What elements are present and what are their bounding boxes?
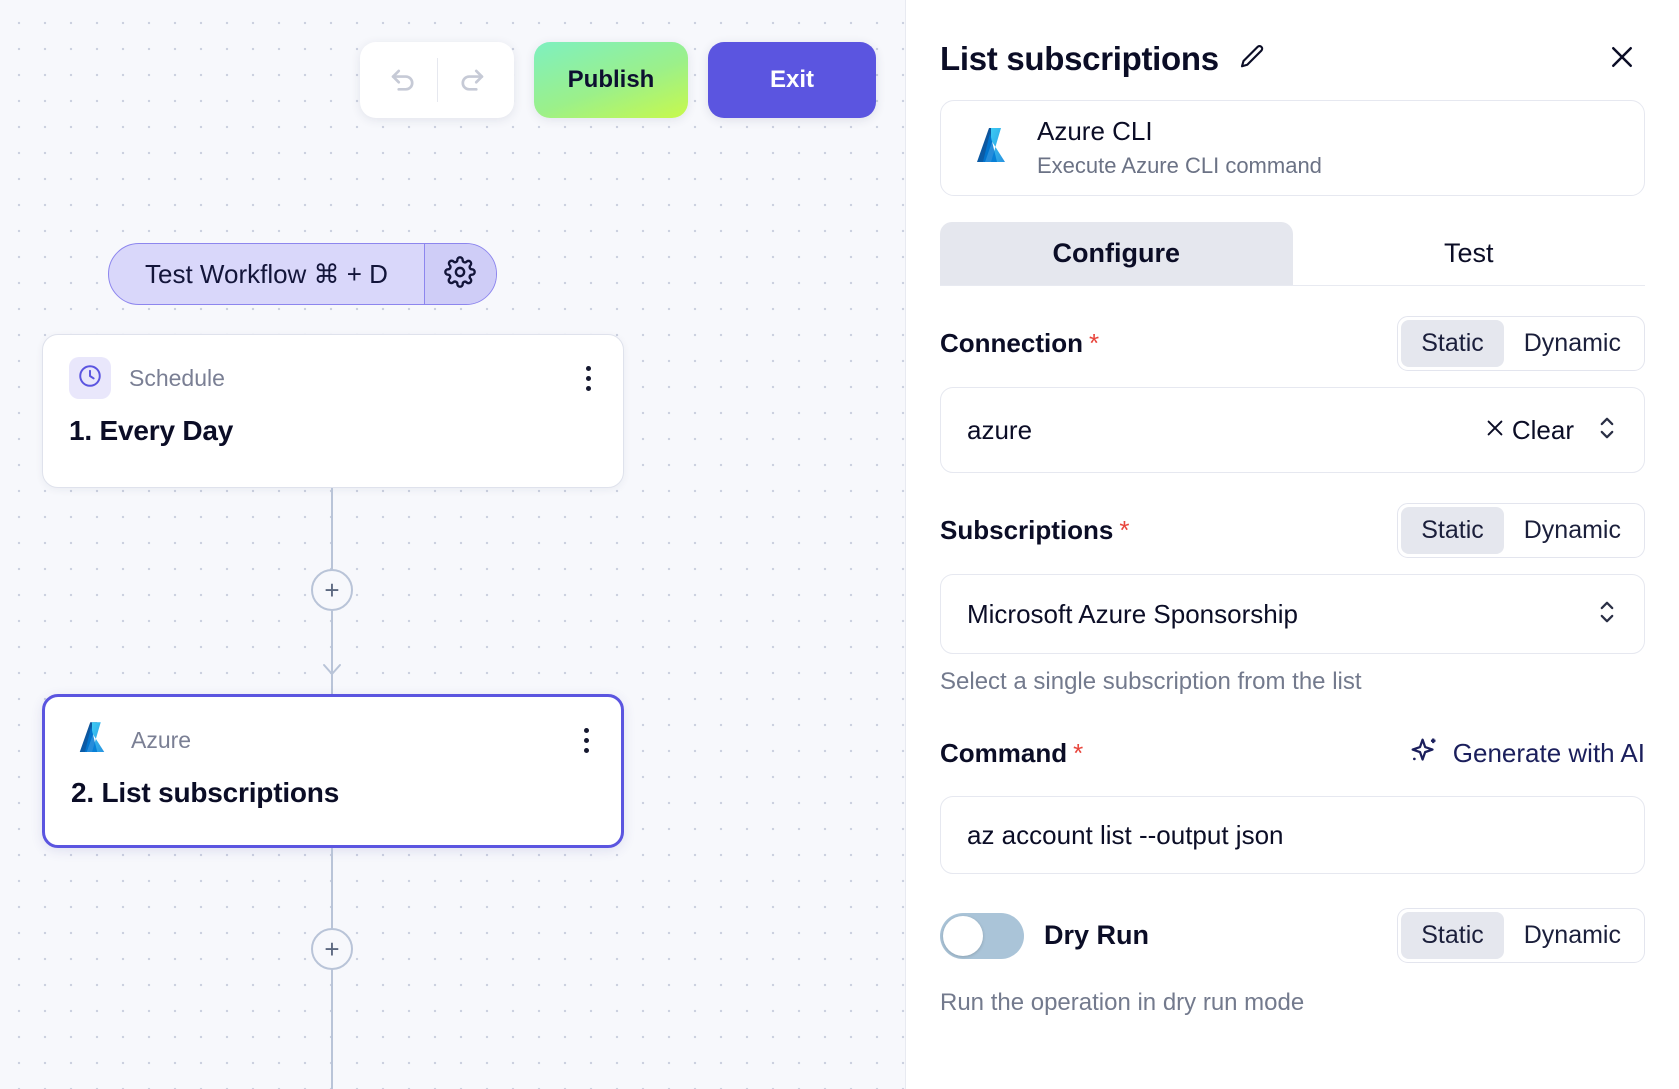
app-info-card: Azure CLI Execute Azure CLI command	[940, 100, 1645, 196]
node-kind-label: Schedule	[129, 364, 225, 391]
dry-run-mode-dynamic[interactable]: Dynamic	[1523, 921, 1621, 949]
undo-arrow-icon	[386, 61, 420, 100]
field-connection-header: Connection * Static Dynamic	[940, 316, 1645, 371]
workflow-canvas[interactable]: Publish Exit Test Workflow ⌘ + D	[0, 0, 905, 1089]
field-command-label: Command	[940, 737, 1068, 768]
undo-button[interactable]	[369, 42, 437, 118]
subscriptions-select[interactable]: Microsoft Azure Sponsorship	[940, 574, 1645, 654]
tab-configure[interactable]: Configure	[940, 222, 1293, 285]
panel-header: List subscriptions	[940, 0, 1645, 100]
app-info-text: Azure CLI Execute Azure CLI command	[1037, 115, 1322, 180]
connection-mode-toggle: Static Dynamic	[1397, 316, 1645, 371]
close-x-icon	[1607, 42, 1637, 77]
exit-button[interactable]: Exit	[708, 42, 876, 118]
redo-button[interactable]	[438, 42, 506, 118]
connection-input[interactable]: azure Clear	[940, 387, 1645, 473]
close-x-icon	[1484, 415, 1506, 446]
dry-run-toggle[interactable]	[940, 912, 1024, 959]
add-node-button-2[interactable]: +	[311, 928, 353, 970]
node-menu-button[interactable]	[580, 360, 597, 397]
add-node-button-1[interactable]: +	[311, 569, 353, 611]
node-icon-container	[69, 357, 111, 399]
azure-logo-icon	[71, 717, 113, 764]
field-subscriptions-header: Subscriptions * Static Dynamic	[940, 503, 1645, 558]
node-title: 2. List subscriptions	[71, 777, 340, 808]
connector-azure-to-next: +	[311, 848, 353, 1089]
subscriptions-mode-dynamic[interactable]: Dynamic	[1523, 516, 1621, 544]
field-connection-label: Connection	[940, 328, 1083, 358]
connection-dropdown-toggle[interactable]	[1596, 411, 1618, 450]
gear-icon	[444, 255, 477, 293]
test-workflow-label[interactable]: Test Workflow ⌘ + D	[145, 258, 388, 289]
app-name: Azure CLI	[1037, 116, 1153, 147]
required-asterisk: *	[1089, 328, 1100, 358]
workflow-node-azure[interactable]: Azure 2. List subscriptions	[42, 694, 624, 848]
pencil-edit-icon	[1237, 42, 1267, 77]
azure-logo-icon	[967, 122, 1015, 175]
test-workflow-settings-button[interactable]	[423, 244, 496, 304]
publish-button[interactable]: Publish	[534, 42, 688, 118]
node-header: Schedule	[69, 357, 597, 399]
subscriptions-dropdown-toggle[interactable]	[1596, 595, 1618, 634]
canvas-toolbar: Publish Exit	[360, 42, 876, 118]
subscriptions-mode-static[interactable]: Static	[1401, 507, 1504, 554]
connection-value: azure	[967, 414, 1033, 445]
dry-run-help-text: Run the operation in dry run mode	[940, 989, 1305, 1016]
panel-title: List subscriptions	[940, 40, 1219, 77]
redo-arrow-icon	[455, 61, 489, 100]
clock-icon	[77, 363, 103, 394]
arrow-head-1	[322, 660, 342, 685]
chevron-up-down-icon	[1596, 595, 1618, 634]
connector-schedule-to-azure: +	[311, 488, 353, 694]
subscriptions-help-text: Select a single subscription from the li…	[940, 668, 1362, 695]
connection-clear-button[interactable]: Clear	[1484, 415, 1574, 446]
field-command: Command * Generate with AI az account li…	[940, 726, 1645, 874]
dry-run-label: Dry Run	[1044, 920, 1150, 950]
toolbar-divider	[436, 58, 438, 102]
connection-mode-dynamic[interactable]: Dynamic	[1523, 329, 1621, 357]
panel-close-button[interactable]	[1599, 34, 1645, 85]
dry-run-mode-static[interactable]: Static	[1401, 912, 1504, 959]
field-dry-run: Dry Run Static Dynamic	[940, 908, 1645, 963]
sparkle-ai-icon	[1407, 734, 1441, 773]
workflow-node-schedule[interactable]: Schedule 1. Every Day	[42, 334, 624, 488]
tabs-divider	[940, 285, 1645, 286]
connection-mode-static[interactable]: Static	[1401, 320, 1504, 367]
required-asterisk: *	[1119, 515, 1130, 545]
chevron-up-down-icon	[1596, 411, 1618, 450]
connection-clear-label: Clear	[1511, 414, 1574, 445]
field-connection: Connection * Static Dynamic azure Clear	[940, 316, 1645, 473]
test-workflow-pill[interactable]: Test Workflow ⌘ + D	[108, 243, 497, 305]
field-command-header: Command * Generate with AI	[940, 726, 1645, 780]
command-value: az account list --output json	[967, 819, 1284, 850]
app-description: Execute Azure CLI command	[1037, 152, 1322, 178]
subscriptions-mode-toggle: Static Dynamic	[1397, 503, 1645, 558]
required-asterisk: *	[1073, 737, 1084, 768]
rename-button[interactable]	[1237, 42, 1267, 77]
node-title: 1. Every Day	[69, 415, 234, 446]
generate-with-ai-button[interactable]: Generate with AI	[1407, 734, 1645, 773]
field-subscriptions: Subscriptions * Static Dynamic Microsoft…	[940, 503, 1645, 696]
panel-tabs: Configure Test	[940, 222, 1645, 285]
command-input[interactable]: az account list --output json	[940, 796, 1645, 874]
node-kind-label: Azure	[131, 726, 192, 753]
toggle-switch-icon	[943, 915, 983, 956]
tab-test[interactable]: Test	[1292, 222, 1645, 285]
node-header: Azure	[71, 719, 595, 761]
dry-run-mode-toggle: Static Dynamic	[1397, 908, 1645, 963]
node-menu-button[interactable]	[578, 722, 595, 759]
node-config-panel: List subscriptions	[905, 0, 1679, 1089]
generate-with-ai-label: Generate with AI	[1452, 737, 1645, 768]
field-subscriptions-label: Subscriptions	[940, 515, 1114, 545]
subscriptions-value: Microsoft Azure Sponsorship	[967, 598, 1298, 629]
undo-redo-group	[360, 42, 514, 118]
